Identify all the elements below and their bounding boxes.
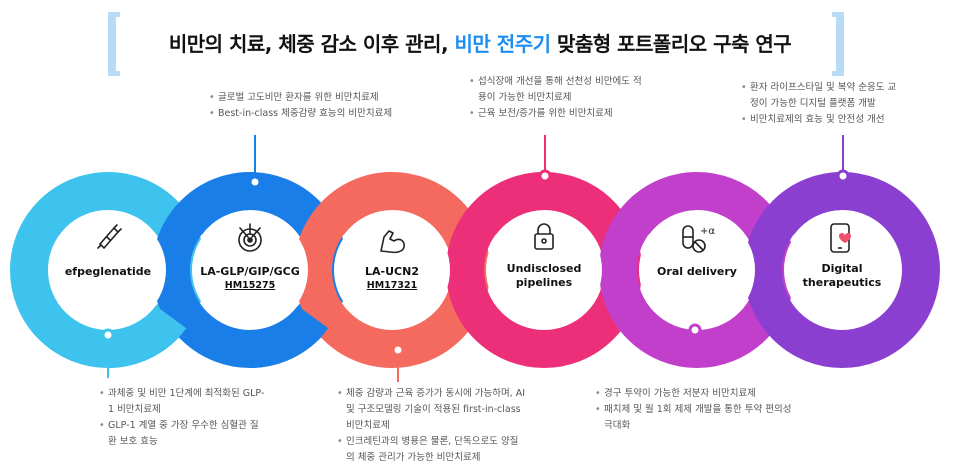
disc-undisclosed xyxy=(486,212,602,328)
node-title: LA-UCN2 xyxy=(365,265,419,278)
title-bracket-right xyxy=(832,12,844,76)
note-item: 비만치료제의 효능 및 안전성 개선 xyxy=(741,112,900,128)
lock-icon xyxy=(534,223,554,250)
note-item: 경구 투약이 가능한 저분자 비만치료제 xyxy=(595,386,794,402)
node-title: Digital therapeutics xyxy=(802,262,882,289)
note-digital: 환자 라이프스타일 및 복약 순응도 교정이 가능한 디지털 플랫폼 개발 비만… xyxy=(740,80,900,128)
note-la-ucn2: 체중 감량과 근육 증가가 동시에 가능하며, AI 및 구조모델링 기술이 적… xyxy=(336,386,526,466)
note-item: 인크레틴과의 병용은 물론, 단독으로도 양질의 체중 관리가 가능한 비만치료… xyxy=(337,434,526,466)
node-title: Undisclosed pipelines xyxy=(506,262,582,289)
note-item: 패치제 및 월 1회 제제 개발을 통한 투약 편의성 극대화 xyxy=(595,402,794,434)
node-la-ucn2: LA-UCN2 HM17321 xyxy=(342,265,442,293)
title-banner: 비만의 치료, 체중 감소 이후 관리, 비만 전주기 맞춤형 포트폴리오 구축… xyxy=(0,0,960,80)
node-undisclosed: Undisclosed pipelines xyxy=(502,262,586,290)
note-la-glp: 글로벌 고도비만 환자를 위한 비만치료제 Best-in-class 체중감량… xyxy=(208,90,398,122)
ring-la-glp-overlap2 xyxy=(249,305,329,368)
disc-digital xyxy=(784,212,900,328)
smartphone-heart-icon xyxy=(830,223,851,253)
flexed-arm-icon xyxy=(380,230,405,254)
title-highlight: 비만 전주기 xyxy=(454,32,551,56)
ring-digital-overlap xyxy=(763,172,843,235)
note-item: 과체중 및 비만 1단계에 최적화된 GLP-1 비만치료제 xyxy=(99,386,266,418)
disc-la-ucn2 xyxy=(334,212,450,328)
note-item: Best-in-class 체중감량 효능의 비만치료제 xyxy=(209,106,398,122)
dot-oral xyxy=(688,323,702,337)
note-undisclosed: 섭식장애 개선을 통해 선천성 비만에도 적용이 가능한 비만치료제 근육 보전… xyxy=(468,74,648,122)
ring-la-glp-overlap xyxy=(171,172,251,235)
disc-efpeglenatide xyxy=(50,212,166,328)
note-item: 근육 보전/증가를 위한 비만치료제 xyxy=(469,106,648,122)
dot-undisclosed xyxy=(538,169,552,183)
disc-la-glp xyxy=(192,212,308,328)
svg-text:+α: +α xyxy=(700,226,715,237)
disc-oral xyxy=(639,212,755,328)
note-item: 체중 감량과 근육 증가가 동시에 가능하며, AI 및 구조모델링 기술이 적… xyxy=(337,386,526,434)
ring-la-ucn2-overlap xyxy=(313,172,393,235)
node-code: HM15275 xyxy=(224,280,276,291)
pen-injector-icon xyxy=(97,224,122,250)
node-title: Oral delivery xyxy=(657,265,737,278)
note-efpeglenatide: 과체중 및 비만 1단계에 최적화된 GLP-1 비만치료제 GLP-1 계열 … xyxy=(98,386,266,450)
node-title: efpeglenatide xyxy=(64,265,152,278)
node-code: HM17321 xyxy=(366,280,418,291)
node-oral: Oral delivery xyxy=(647,265,747,279)
node-digital: Digital therapeutics xyxy=(800,262,884,290)
title-part1: 비만의 치료, 체중 감소 이후 관리, xyxy=(168,32,455,56)
pill-capsule-icon: +α xyxy=(682,225,715,253)
note-oral: 경구 투약이 가능한 저분자 비만치료제 패치제 및 월 1회 제제 개발을 통… xyxy=(594,386,794,434)
ring-undisclosed-overlap xyxy=(465,172,545,235)
note-item: GLP-1 계열 중 가장 우수한 심혈관 질환 보호 효능 xyxy=(99,418,266,450)
ring-oral-overlap xyxy=(618,172,698,235)
dot-digital xyxy=(836,169,850,183)
ring-efpeglenatide-overlap xyxy=(107,305,187,368)
page-title: 비만의 치료, 체중 감소 이후 관리, 비만 전주기 맞춤형 포트폴리오 구축… xyxy=(130,28,830,57)
node-title: LA-GLP/GIP/GCG xyxy=(200,265,300,278)
note-item: 글로벌 고도비만 환자를 위한 비만치료제 xyxy=(209,90,398,106)
dot-efpeglenatide xyxy=(101,328,115,342)
node-la-glp: LA-GLP/GIP/GCG HM15275 xyxy=(195,265,305,293)
note-item: 섭식장애 개선을 통해 선천성 비만에도 적용이 가능한 비만치료제 xyxy=(469,74,648,106)
target-arrows-icon xyxy=(238,223,262,252)
note-item: 환자 라이프스타일 및 복약 순응도 교정이 가능한 디지털 플랫폼 개발 xyxy=(741,80,900,112)
title-bracket-left xyxy=(108,12,120,76)
title-part2: 맞춤형 포트폴리오 구축 연구 xyxy=(550,32,792,56)
node-efpeglenatide: efpeglenatide xyxy=(58,265,158,279)
dot-la-ucn2 xyxy=(391,343,405,357)
dot-la-glp xyxy=(248,175,262,189)
